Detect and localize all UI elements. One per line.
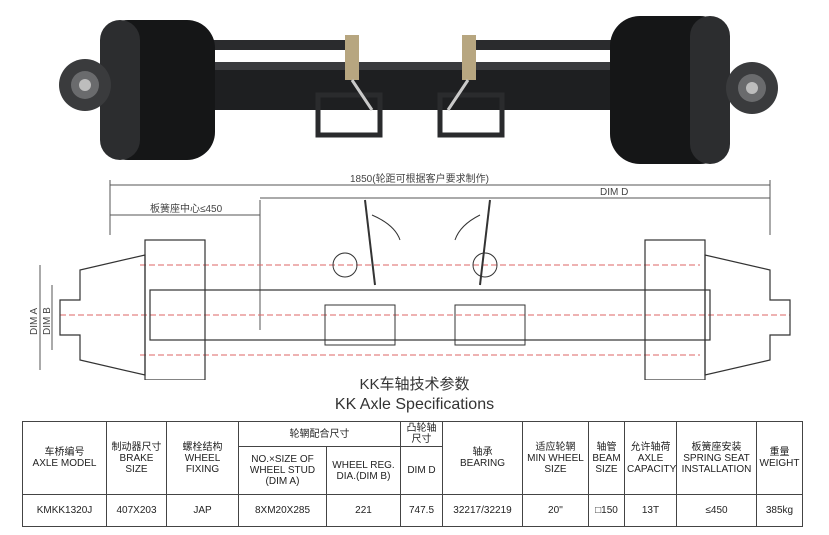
dim-total-label: 1850(轮距可根据客户要求制作) [350,172,489,185]
cell-min-wheel: 20'' [522,494,589,527]
spring-center-label: 板簧座中心≤450 [150,202,223,215]
table-row: KMKK1320J 407X203 JAP 8XM20X285 221 747.… [22,494,803,527]
dim-a-label: DIM A [29,307,40,335]
cell-dim-d: 747.5 [400,494,443,527]
spec-title-cn: KK车轴技术参数 [359,376,470,393]
cell-model: KMKK1320J [22,494,107,527]
cell-brake: 407X203 [106,494,167,527]
header-reg: WHEEL REG.DIA.(DIM B) [326,446,401,495]
cell-fixing: JAP [166,494,239,527]
cell-weight: 385kg [756,494,803,527]
dim-d-label: DIM D [600,187,628,198]
axle-photo [59,16,778,164]
cell-stud: 8XM20X285 [238,494,327,527]
cell-reg: 221 [326,494,401,527]
cell-capacity: 13T [624,494,677,527]
axle-technical-drawing: 1850(轮距可根据客户要求制作) DIM D 板簧座中心≤450 DIM A … [29,172,791,380]
header-wheel-fit: 轮辋配合尺寸 [238,421,401,447]
spec-title-en: KK Axle Specifications [334,396,495,413]
dim-b-label: DIM B [42,307,53,335]
cell-beam: □150 [588,494,625,527]
header-cam-en: DIM D [400,446,443,495]
cell-spring: ≤450 [676,494,757,527]
header-cam-cn: 凸轮轴尺寸 [400,421,443,447]
cell-bearing: 32217/32219 [442,494,523,527]
